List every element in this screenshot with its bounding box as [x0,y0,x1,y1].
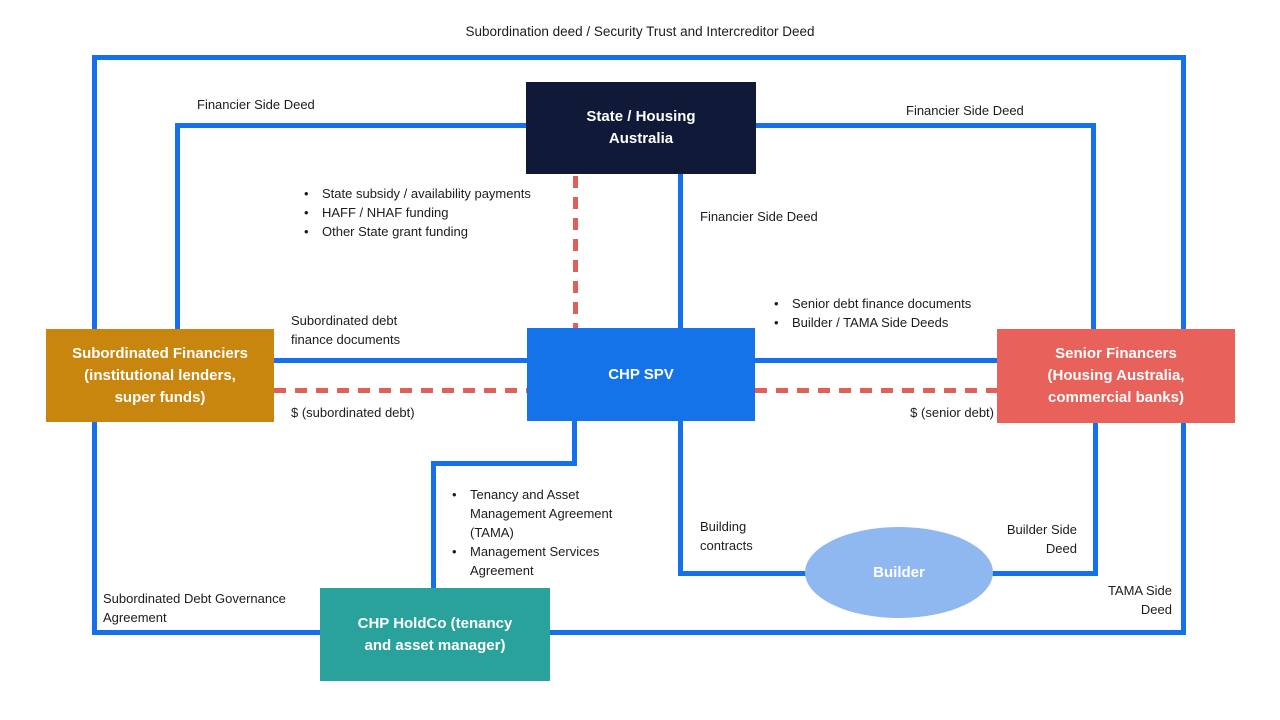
node-chp-holdco: CHP HoldCo (tenancy and asset manager) [320,588,550,681]
node-state-housing-australia-label: State / Housing Australia [586,108,696,147]
connector-spv-to-senior-dashed [755,388,997,393]
list-senior-docs: Senior debt finance documentsBuilder / T… [770,294,1020,332]
node-chp-spv-label: CHP SPV [608,365,674,383]
connector-spv-to-senior-solid [755,358,997,363]
connector-state-to-spv-dashed [573,176,578,328]
label-dollar-senior-debt: $ (senior debt) [910,405,994,420]
node-state-housing-australia: State / Housing Australia [526,82,756,174]
label-financier-side-deed-left: Financier Side Deed [197,97,315,112]
list-tama-docs: Tenancy and Asset Management Agreement (… [448,485,636,580]
connector-spv-to-holdco-v2 [431,461,436,589]
connector-builder-to-senior-horizontal [985,571,1098,576]
node-chp-holdco-label: CHP HoldCo (tenancy and asset manager) [357,614,513,654]
bullet-item: State subsidy / availability payments [300,184,580,203]
bullet-item: Management Services Agreement [448,542,636,580]
list-state-funding: State subsidy / availability paymentsHAF… [300,184,580,241]
bullet-item: Senior debt finance documents [770,294,1020,313]
label-dollar-subordinated-debt: $ (subordinated debt) [291,405,415,420]
connector-subordinated-to-spv-dashed [274,388,527,393]
label-subordinated-debt-docs: Subordinated debt finance documents [291,313,401,347]
bullet-item: HAFF / NHAF funding [300,203,580,222]
node-builder-label: Builder [873,563,925,581]
connector-spv-to-holdco-h [431,461,577,466]
label-builder-side-deed: Builder Side Deed [1006,522,1077,556]
bullet-item: Tenancy and Asset Management Agreement (… [448,485,636,542]
connector-financier-side-deed-right-vertical [1091,123,1096,329]
diagram-title: Subordination deed / Security Trust and … [465,24,815,39]
label-financier-side-deed-mid: Financier Side Deed [700,209,818,224]
label-financier-side-deed-right: Financier Side Deed [906,103,1024,118]
bullet-item: Builder / TAMA Side Deeds [770,313,1020,332]
connector-builder-to-senior-vertical [1093,423,1098,576]
connector-financier-side-deed-left-vertical [175,123,180,329]
label-subordinated-debt-governance: Subordinated Debt Governance Agreement [103,591,286,625]
connector-spv-to-builder-vertical [678,421,683,574]
connector-state-to-spv-solid [678,174,683,328]
bullet-item: Other State grant funding [300,222,580,241]
node-builder: Builder [805,527,993,618]
node-subordinated-financiers: Subordinated Financiers (institutional l… [46,329,274,422]
label-tama-side-deed: TAMA Side Deed [1107,583,1172,617]
connector-subordinated-to-spv-solid [274,358,527,363]
node-chp-spv: CHP SPV [527,328,755,421]
connector-spv-to-builder-horizontal [678,571,815,576]
label-building-contracts: Building contracts [700,519,753,553]
node-senior-financers: Senior Financers (Housing Australia, com… [997,329,1235,423]
node-senior-financers-label: Senior Financers (Housing Australia, com… [1047,345,1185,406]
node-subordinated-financiers-label: Subordinated Financiers (institutional l… [72,344,248,406]
connector-spv-to-holdco-v1 [572,421,577,466]
